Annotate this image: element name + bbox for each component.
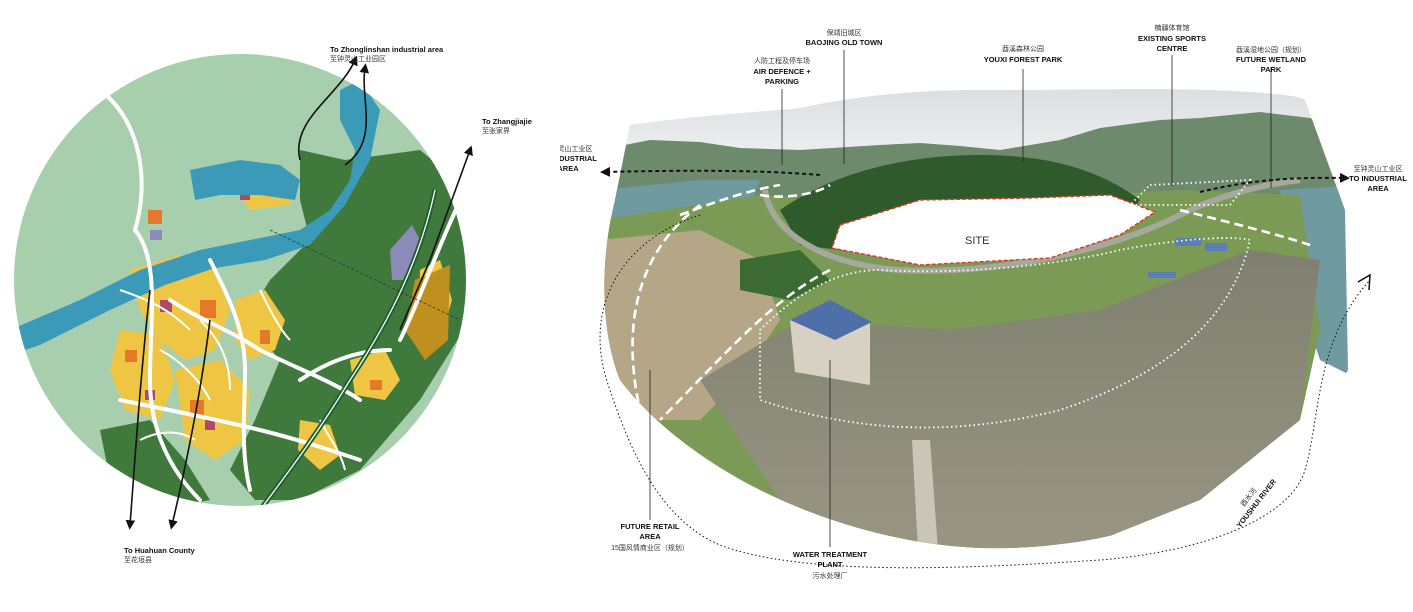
- river-arrowhead: [1357, 273, 1371, 291]
- label-industrial-left-cn: 至钟灵山工业区: [560, 144, 593, 153]
- site-outline: [831, 194, 1157, 266]
- route-arrows: [125, 55, 473, 530]
- site-label: SITE: [965, 235, 989, 247]
- label-water-en-1: WATER TREATMENT: [793, 550, 868, 559]
- river: [14, 80, 380, 355]
- label-zhangjiajie-cn: 至张家界: [482, 126, 510, 135]
- utility-blocks: [150, 225, 420, 280]
- industrial-strip: [405, 265, 450, 360]
- dashed-connector: [269, 229, 461, 321]
- label-wetland-cn: 酉溪湿地公园（规划）: [1236, 45, 1306, 54]
- label-industrial-right-cn: 至钟灵山工业区: [1354, 164, 1403, 173]
- aerial-panorama-annotated: SITE 保靖旧城区 BAO: [560, 23, 1407, 580]
- label-industrial-left-en-1: TO INDUSTRIAL: [560, 154, 597, 163]
- label-zhonglinshan-cn: 至钟灵山工业园区: [330, 54, 386, 63]
- label-baojing-en: BAOJING OLD TOWN: [806, 38, 883, 47]
- river-branch: [190, 160, 300, 200]
- label-industrial-right-en-2: AREA: [1367, 184, 1389, 193]
- photo-forest-lower: [740, 250, 830, 300]
- label-sports-en-2: CENTRE: [1157, 44, 1188, 53]
- label-sports-cn: 楠疆体育馆: [1155, 23, 1190, 32]
- label-air-defence-en-2: PARKING: [765, 77, 799, 86]
- label-huahuan-cn: 至花垣县: [124, 555, 152, 564]
- label-zhangjiajie-en: To Zhangjiajie: [482, 117, 532, 126]
- route-to-industrial-left: [600, 166, 821, 177]
- label-water-en-2: PLANT: [818, 560, 843, 569]
- photo-building-water-plant: [790, 300, 872, 385]
- label-sports-en-1: EXISTING SPORTS: [1138, 34, 1206, 43]
- label-retail-en-2: AREA: [639, 532, 661, 541]
- label-baojing-cn: 保靖旧城区: [827, 28, 862, 37]
- label-youxi-cn: 酉溪森林公园: [1002, 44, 1044, 53]
- photo-stair: [912, 440, 938, 549]
- label-retail-cn: 15国风情商业区（规划）: [611, 543, 689, 552]
- label-air-defence-en-1: AIR DEFENCE +: [753, 67, 811, 76]
- leader-lines: [649, 50, 1272, 547]
- white-dashed-boundaries: [631, 183, 1311, 421]
- label-wetland-en-1: FUTURE WETLAND: [1236, 55, 1307, 64]
- label-wetland-en-2: PARK: [1261, 65, 1282, 74]
- label-industrial-left-en-2: AREA: [560, 164, 579, 173]
- label-retail-en-1: FUTURE RETAIL: [620, 522, 679, 531]
- photo-small-buildings: [1148, 238, 1227, 278]
- label-air-defence-cn: 人防工程及停车场: [754, 56, 810, 65]
- context-land-use-map: To Zhonglinshan industrial area 至钟灵山工业园区…: [14, 45, 532, 564]
- photo-road-curve: [762, 177, 1301, 274]
- label-zhonglinshan-en: To Zhonglinshan industrial area: [330, 45, 444, 54]
- label-industrial-right-en-1: TO INDUSTRIAL: [1349, 174, 1407, 183]
- label-water-cn: 污水处理厂: [813, 571, 848, 580]
- white-dotted-boundaries: [759, 179, 1252, 429]
- label-youxi-en: YOUXI FOREST PARK: [984, 55, 1063, 64]
- river-outline-dotted: [599, 214, 1371, 569]
- label-river-rotated: 酉水河 YOUSHUI RIVER: [1235, 477, 1279, 530]
- label-huahuan-en: To Huahuan County: [124, 546, 196, 555]
